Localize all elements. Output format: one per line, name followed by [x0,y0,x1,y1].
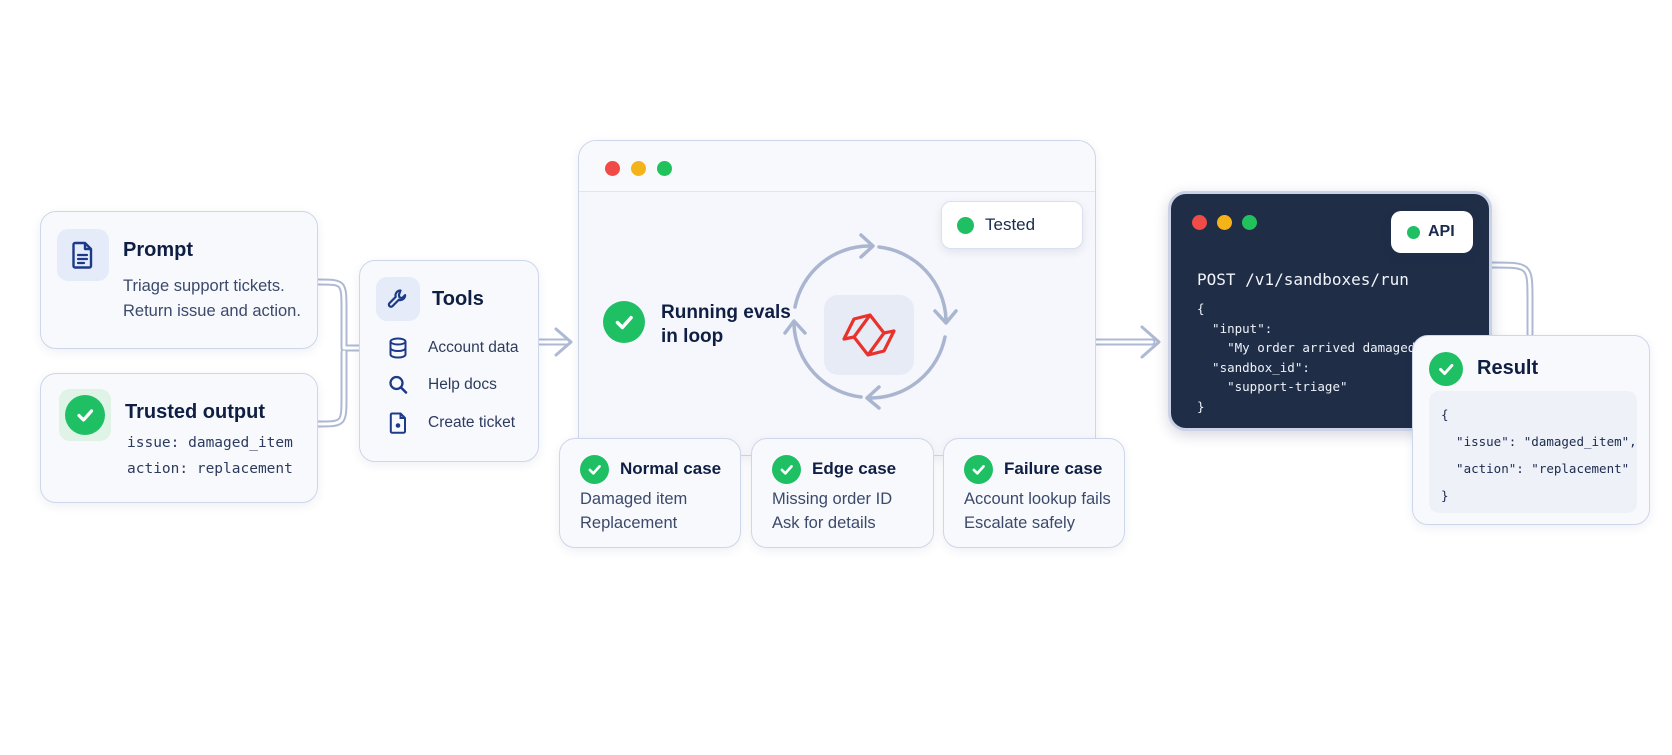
document-icon [72,241,93,269]
edge-case-title: Edge case [812,459,897,478]
wrench-icon-tile [376,277,420,321]
brand-logo-tile [824,295,914,375]
api-request-line: POST /v1/sandboxes/run [1197,270,1409,289]
trusted-output-line-1: issue: damaged_item [127,435,293,451]
api-body-line: "sandbox_id": [1197,359,1310,375]
running-evals-line-1: Running evals [661,302,791,323]
edge-case-card: Edge case Missing order ID Ask for detai… [751,438,934,548]
api-body-line: { [1197,301,1205,316]
trusted-output-title: Trusted output [125,401,265,423]
api-window-maximize-dot [1242,215,1257,230]
result-json-block: { "issue": "damaged_item", "action": "re… [1429,391,1637,513]
check-icon [65,395,105,435]
tested-status-label: Tested [985,215,1036,234]
api-window-minimize-dot [1217,215,1232,230]
ticket-file-icon [389,412,406,434]
running-evals-line-2: in loop [661,326,724,347]
result-check-icon [1429,352,1463,386]
tool-item-help-docs: Help docs [388,374,497,396]
document-icon-tile [57,229,109,281]
window-close-dot [605,161,620,176]
loop-arrows-icon [783,233,958,410]
tool-label-help-docs: Help docs [428,376,497,393]
result-json-line: "issue": "damaged_item", [1441,434,1637,449]
database-icon [389,337,407,359]
api-request-body: { "input": "My order arrived damaged.", … [1197,299,1438,416]
tested-status-pill: Tested [941,201,1083,249]
api-body-line: } [1197,398,1205,414]
failure-case-body: Account lookup fails Escalate safely [964,487,1111,535]
tool-item-account-data: Account data [388,337,518,359]
prompt-line-1: Triage support tickets. [123,277,285,295]
edge-case-line-2: Ask for details [772,514,876,532]
prompt-card: Prompt Triage support tickets. Return is… [40,211,318,349]
prompt-line-2: Return issue and action. [123,302,301,320]
failure-case-line-1: Account lookup fails [964,490,1111,508]
normal-case-check-icon [580,455,609,484]
tools-title: Tools [432,288,484,310]
normal-case-card: Normal case Damaged item Replacement [559,438,741,548]
running-check-icon [603,301,645,343]
tools-card: Tools Account data Help docs Create tick… [359,260,539,462]
edge-case-check-icon [772,455,801,484]
edge-case-body: Missing order ID Ask for details [772,487,892,535]
api-panel: API POST /v1/sandboxes/run { "input": "M… [1168,191,1492,431]
window-maximize-dot [657,161,672,176]
window-minimize-dot [631,161,646,176]
result-json-line: "action": "replacement" [1441,461,1630,476]
api-badge-dot [1407,225,1420,239]
result-title: Result [1477,357,1539,379]
trusted-output-icon-tile [59,389,111,441]
edge-case-line-1: Missing order ID [772,490,893,508]
tool-item-create-ticket: Create ticket [388,412,515,434]
result-card: Result { "issue": "damaged_item", "actio… [1412,335,1650,525]
tool-label-account-data: Account data [428,339,519,356]
normal-case-title: Normal case [620,459,722,478]
running-evals-label: Running evals in loop [661,301,791,349]
failure-case-check-icon [964,455,993,484]
prompt-title: Prompt [123,239,193,261]
brand-logo-icon [842,313,896,357]
trusted-output-card: Trusted output issue: damaged_item actio… [40,373,318,503]
result-json-line: { [1441,407,1449,422]
eval-window: Tested Running evals in loop [578,140,1096,456]
api-body-line: "support-triage" [1197,379,1348,394]
api-window-close-dot [1192,215,1207,230]
api-badge-label: API [1428,223,1455,240]
wrench-icon [387,289,407,308]
trusted-output-line-2: action: replacement [127,461,293,477]
api-body-line: "input": [1197,320,1273,336]
failure-case-card: Failure case Account lookup fails Escala… [943,438,1125,548]
result-json-text: { "issue": "damaged_item", "action": "re… [1441,401,1637,509]
api-badge: API [1391,211,1473,253]
search-icon [389,375,408,394]
normal-case-line-2: Replacement [580,514,678,532]
normal-case-body: Damaged item Replacement [580,487,687,535]
result-json-line: } [1441,488,1449,503]
failure-case-title: Failure case [1004,459,1103,478]
api-body-line: "My order arrived damaged.", [1197,340,1438,355]
normal-case-line-1: Damaged item [580,490,688,508]
failure-case-line-2: Escalate safely [964,514,1075,532]
tool-label-create-ticket: Create ticket [428,414,516,431]
tested-status-dot [957,216,974,234]
